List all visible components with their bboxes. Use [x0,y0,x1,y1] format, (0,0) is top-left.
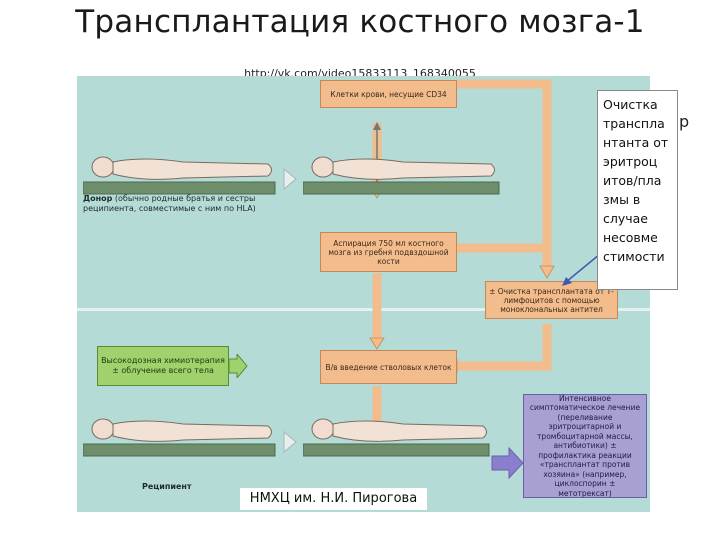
note-arrow [562,253,601,286]
box-tcell-purification: ± Очистка трансплантата от Т-лимфоцитов … [485,281,618,319]
box-supportive-treatment: Интенсивное симптоматическое лечение (пе… [523,394,647,498]
note-line: стимости [603,249,665,264]
note-line: случае [603,211,648,226]
donor-figure-left [83,156,276,195]
partially-hidden-char: р [679,112,690,131]
note-line: эритроц [603,154,658,169]
note-line: транспла [603,116,665,131]
box-aspiration: Аспирация 750 мл костного мозга из гребн… [320,232,457,272]
note-line: нтанта от [603,135,669,150]
slide-title: Трансплантация костного мозга-1 [75,4,645,40]
note-line: Очистка [603,97,658,112]
band-divider [77,308,650,311]
box-stem-cell-infusion: В/в введение стволовых клеток [320,350,457,384]
donor-label: Донор (обычно родные братья и сестры рец… [83,194,256,213]
donor-figure-right [303,156,500,195]
note-callout: Очистка транспла нтанта от эритроц итов/… [597,90,678,290]
transplant-diagram: Донор (обычно родные братья и сестры рец… [77,76,650,512]
note-line: несовме [603,230,658,245]
recipient-figure-right [303,418,490,457]
note-line: итов/пла [603,173,662,188]
footer-credit: НМХЦ им. Н.И. Пирогова [240,488,427,510]
box-cd34-cells: Клетки крови, несущие CD34 [320,80,457,108]
chemo-arrow [229,354,248,378]
box-chemotherapy: Высокодозная химиотерапия ± облучение вс… [97,346,229,386]
recipient-figure-left [83,418,276,457]
recipient-label: Реципиент [142,482,192,491]
note-line: змы в [603,192,641,207]
